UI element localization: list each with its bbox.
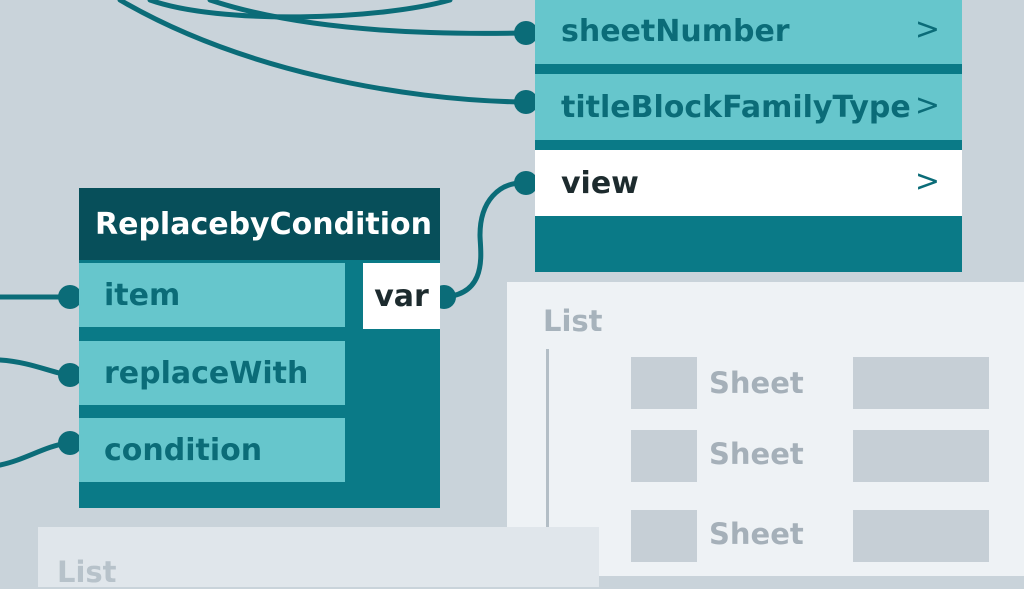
port-label: titleBlockFamilyType [561,89,911,125]
list-item-label: Sheet [709,366,804,400]
wire-top-1 [147,0,453,20]
chevron-right-icon: > [914,163,940,199]
port-dot-view [514,171,538,195]
list-value-cell [853,510,989,562]
wire-condition [0,440,71,468]
port-sheetnumber[interactable]: sheetNumber > [535,0,962,64]
list-index-cell [631,430,697,482]
list-index-cell [631,357,697,409]
chevron-right-icon: > [914,87,940,123]
chevron-right-icon: > [914,11,940,47]
input-port-condition[interactable]: condition [79,418,345,482]
list-item-label: Sheet [709,437,804,471]
port-label: view [561,165,639,201]
port-titleblockfamilytype[interactable]: titleBlockFamilyType > [535,74,962,140]
input-port-replacewith[interactable]: replaceWith [79,341,345,405]
port-dot-titleblock [514,90,538,114]
port-label: sheetNumber [561,13,790,49]
wire-view-var [437,180,525,300]
list-title: List [543,304,603,338]
wire-top-2 [207,0,525,36]
input-port-item[interactable]: item [79,263,345,327]
wire-top-3 [117,0,525,105]
list-value-cell [853,430,989,482]
port-view[interactable]: view > [535,150,962,216]
port-dot-replacewith [58,363,82,387]
node-title[interactable]: ReplacebyCondition [79,188,440,260]
list-title-2: List [57,555,117,589]
list-index-cell [631,510,697,562]
list-item-label: Sheet [709,517,804,551]
list-panel-2 [38,527,599,587]
port-dot-item [58,285,82,309]
output-port-var[interactable]: var [363,263,440,329]
port-dot-sheetnumber [514,21,538,45]
list-tree-line [546,349,549,579]
wire-replacewith [0,357,71,378]
list-value-cell [853,357,989,409]
port-dot-condition [58,431,82,455]
